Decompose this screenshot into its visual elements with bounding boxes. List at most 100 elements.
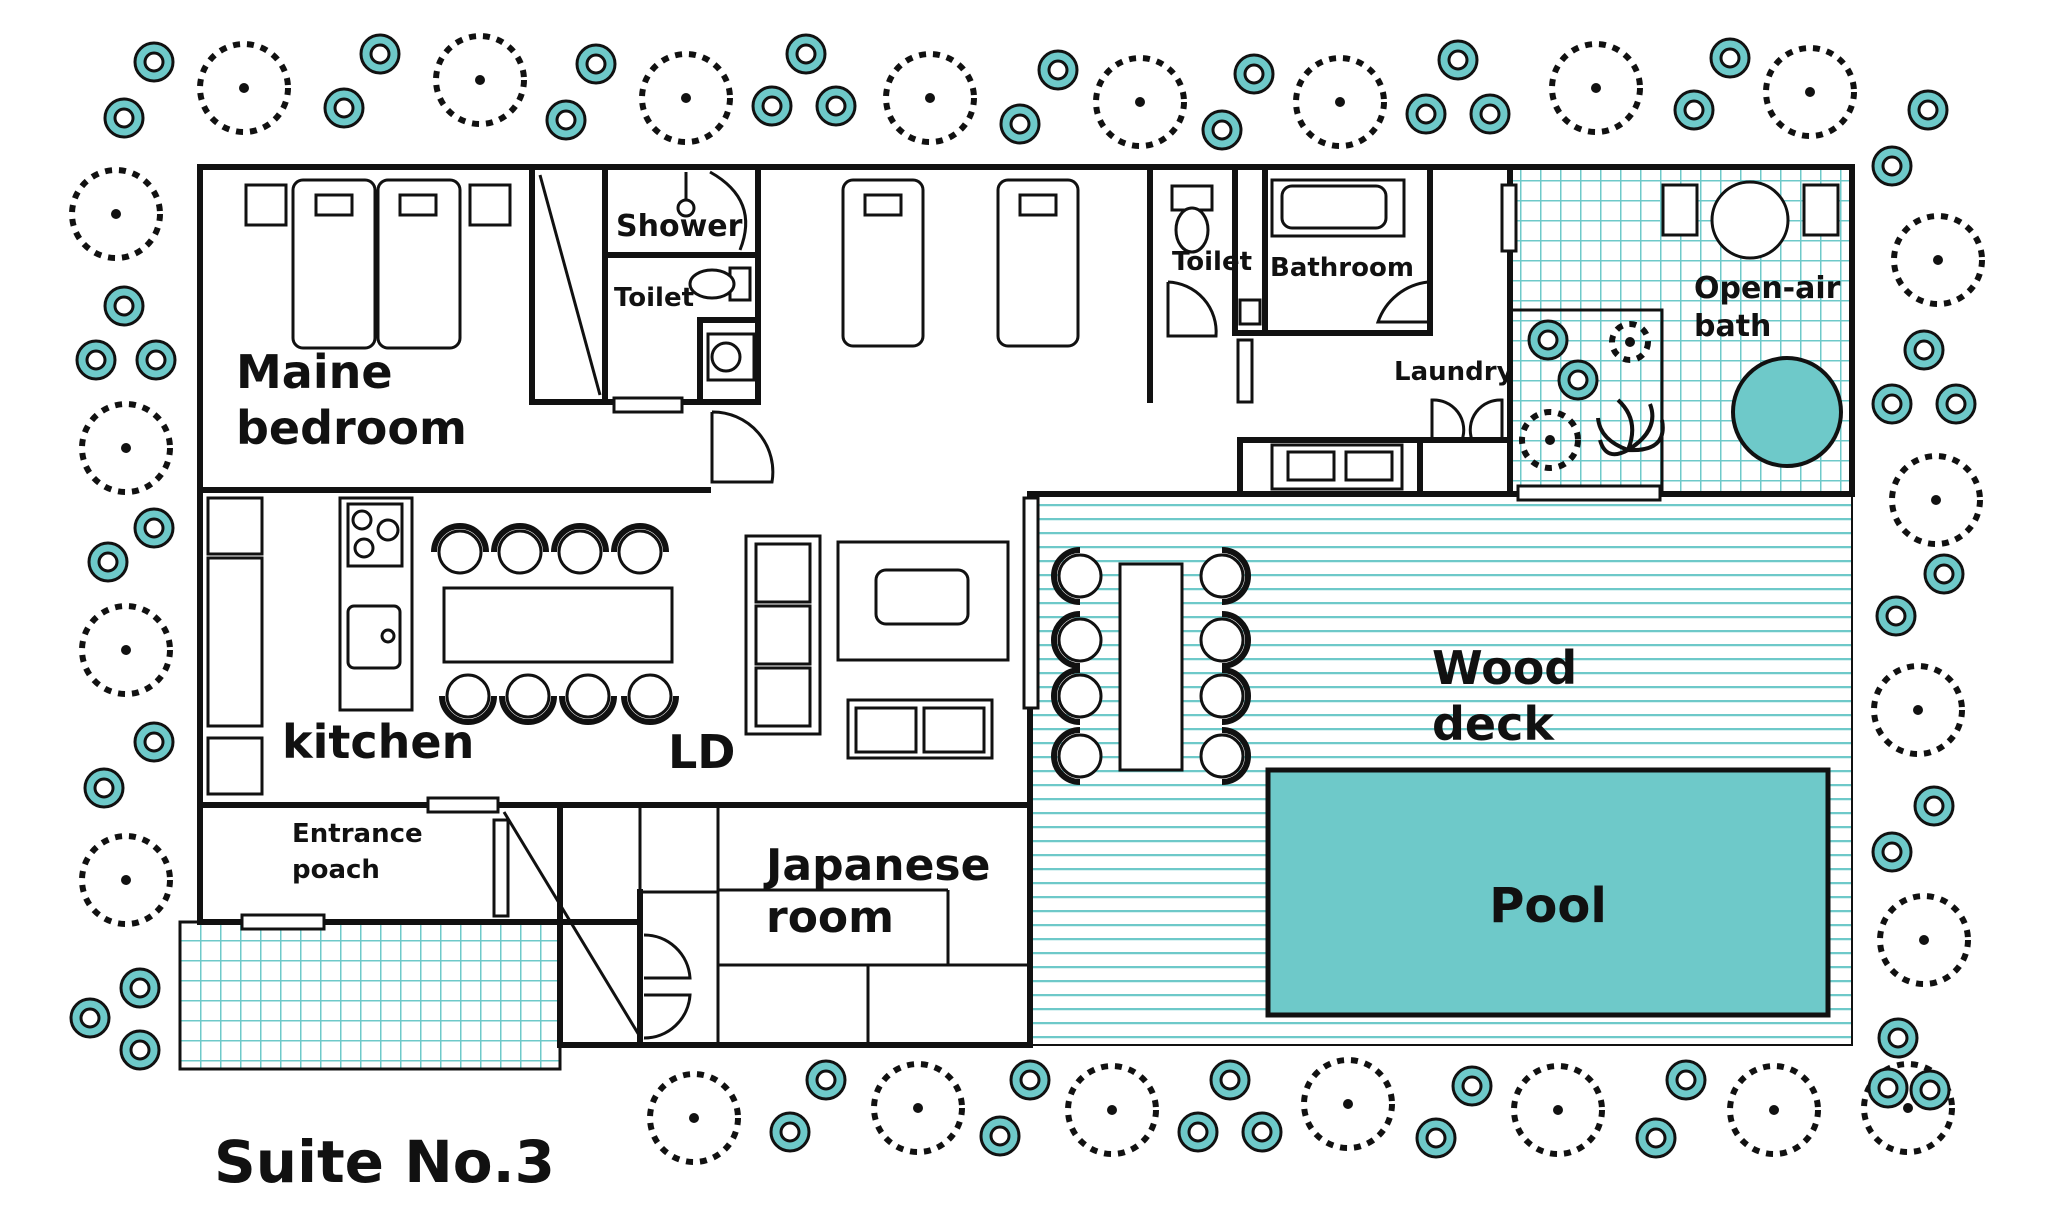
shrub-icon bbox=[1201, 109, 1243, 151]
tree-icon bbox=[197, 41, 291, 135]
shrub-icon bbox=[1673, 89, 1715, 131]
shrub-icon bbox=[1871, 145, 1913, 187]
shrub-icon bbox=[999, 103, 1041, 145]
chair-icon bbox=[1051, 611, 1103, 669]
tree-icon bbox=[1293, 55, 1387, 149]
shrub-icon bbox=[1635, 1117, 1677, 1159]
chairs bbox=[431, 523, 1251, 785]
chair-icon bbox=[1051, 547, 1103, 605]
shrub-icon bbox=[1867, 1067, 1909, 1109]
shrub-icon bbox=[133, 507, 175, 549]
plant-icon bbox=[1596, 398, 1665, 457]
laundry-label: Laundry bbox=[1394, 357, 1514, 387]
tree-icon bbox=[647, 1071, 741, 1165]
tree-icon bbox=[639, 51, 733, 145]
bed-icon bbox=[376, 178, 462, 350]
tree-icon bbox=[1511, 1063, 1605, 1157]
shrub-icon bbox=[135, 339, 177, 381]
shrub-icon bbox=[103, 285, 145, 327]
tree-icon bbox=[1871, 663, 1965, 757]
chair-icon bbox=[491, 523, 549, 575]
furniture bbox=[206, 170, 1840, 1045]
shrub-icon bbox=[1709, 37, 1751, 79]
shrub-icon bbox=[87, 541, 129, 583]
chair-icon bbox=[1199, 667, 1251, 725]
chair-icon bbox=[559, 673, 617, 725]
shrub-icon bbox=[83, 767, 125, 809]
tree-icon bbox=[1549, 41, 1643, 135]
toilet-right-label: Toilet bbox=[1172, 247, 1252, 277]
shrub-icon bbox=[575, 43, 617, 85]
round-bath-tub bbox=[1731, 356, 1843, 468]
bed-icon bbox=[291, 178, 377, 350]
shrub-icon bbox=[1877, 1017, 1919, 1059]
chair-icon bbox=[1051, 727, 1103, 785]
wood-deck-label-2: deck bbox=[1432, 697, 1555, 751]
shrub-icon bbox=[1871, 831, 1913, 873]
chair-icon bbox=[611, 523, 669, 575]
shrub-icon bbox=[1233, 53, 1275, 95]
chair-icon bbox=[431, 523, 489, 575]
shrub-icon bbox=[751, 85, 793, 127]
chair-icon bbox=[1199, 611, 1251, 669]
tree-icon bbox=[1301, 1057, 1395, 1151]
kitchen-label: kitchen bbox=[282, 715, 474, 769]
tree-icon bbox=[1519, 409, 1581, 471]
shrub-icon bbox=[133, 721, 175, 763]
shrub-icon bbox=[323, 87, 365, 129]
shrub-icon bbox=[1907, 89, 1949, 131]
shrub-icon bbox=[1903, 329, 1945, 371]
tree-icon bbox=[1861, 1061, 1955, 1155]
bed-icon bbox=[996, 178, 1080, 348]
shrub-icon bbox=[1527, 319, 1569, 361]
tree-icon bbox=[79, 401, 173, 495]
shrub-icon bbox=[1009, 1059, 1051, 1101]
tree-icon bbox=[1891, 213, 1985, 307]
chair-icon bbox=[1199, 727, 1251, 785]
tree-icon bbox=[883, 51, 977, 145]
tree-icon bbox=[1093, 55, 1187, 149]
shrub-icon bbox=[1415, 1117, 1457, 1159]
shrub-icon bbox=[75, 339, 117, 381]
main-bedroom-label-1: Maine bbox=[236, 345, 393, 399]
shrub-icon bbox=[1935, 383, 1977, 425]
tree-icon bbox=[69, 167, 163, 261]
chair-icon bbox=[439, 673, 497, 725]
open-air-bath-label-1: Open-air bbox=[1694, 271, 1841, 306]
shrub-icon bbox=[1875, 595, 1917, 637]
shrub-icon bbox=[1437, 39, 1479, 81]
tree-icon bbox=[1763, 45, 1857, 139]
shrub-icon bbox=[1451, 1065, 1493, 1107]
shrub-icon bbox=[1871, 383, 1913, 425]
ld-label: LD bbox=[668, 725, 736, 779]
shrub-icon bbox=[133, 41, 175, 83]
tree-icon bbox=[433, 33, 527, 127]
shrub-icon bbox=[359, 33, 401, 75]
open-air-bath-label-2: bath bbox=[1694, 309, 1771, 344]
entrance-label-2: poach bbox=[292, 855, 380, 885]
tree-icon bbox=[79, 833, 173, 927]
shrub-icon bbox=[1923, 553, 1965, 595]
tree-icon bbox=[1877, 893, 1971, 987]
tree-icon bbox=[871, 1061, 965, 1155]
shrub-icon bbox=[545, 99, 587, 141]
wood-deck-label-1: Wood bbox=[1432, 641, 1577, 695]
shrub-icon bbox=[1909, 1069, 1951, 1111]
shrub-icon bbox=[1177, 1111, 1219, 1153]
bed-icon bbox=[841, 178, 925, 348]
tree-icon bbox=[1727, 1063, 1821, 1157]
shrub-icon bbox=[1405, 93, 1447, 135]
shrub-icon bbox=[119, 967, 161, 1009]
chair-icon bbox=[621, 673, 679, 725]
shrub-icon bbox=[69, 997, 111, 1039]
room-labels: Maine bedroom Shower Toilet Toilet Bathr… bbox=[214, 209, 1841, 1196]
shrub-icon bbox=[1209, 1059, 1251, 1101]
tree-icon bbox=[1065, 1063, 1159, 1157]
shrub-icon bbox=[979, 1115, 1021, 1157]
chair-icon bbox=[551, 523, 609, 575]
shrub-icon bbox=[1665, 1059, 1707, 1101]
shrub-icon bbox=[1557, 359, 1599, 401]
main-bedroom-label-2: bedroom bbox=[236, 401, 467, 455]
japanese-room-label-2: room bbox=[766, 892, 894, 943]
